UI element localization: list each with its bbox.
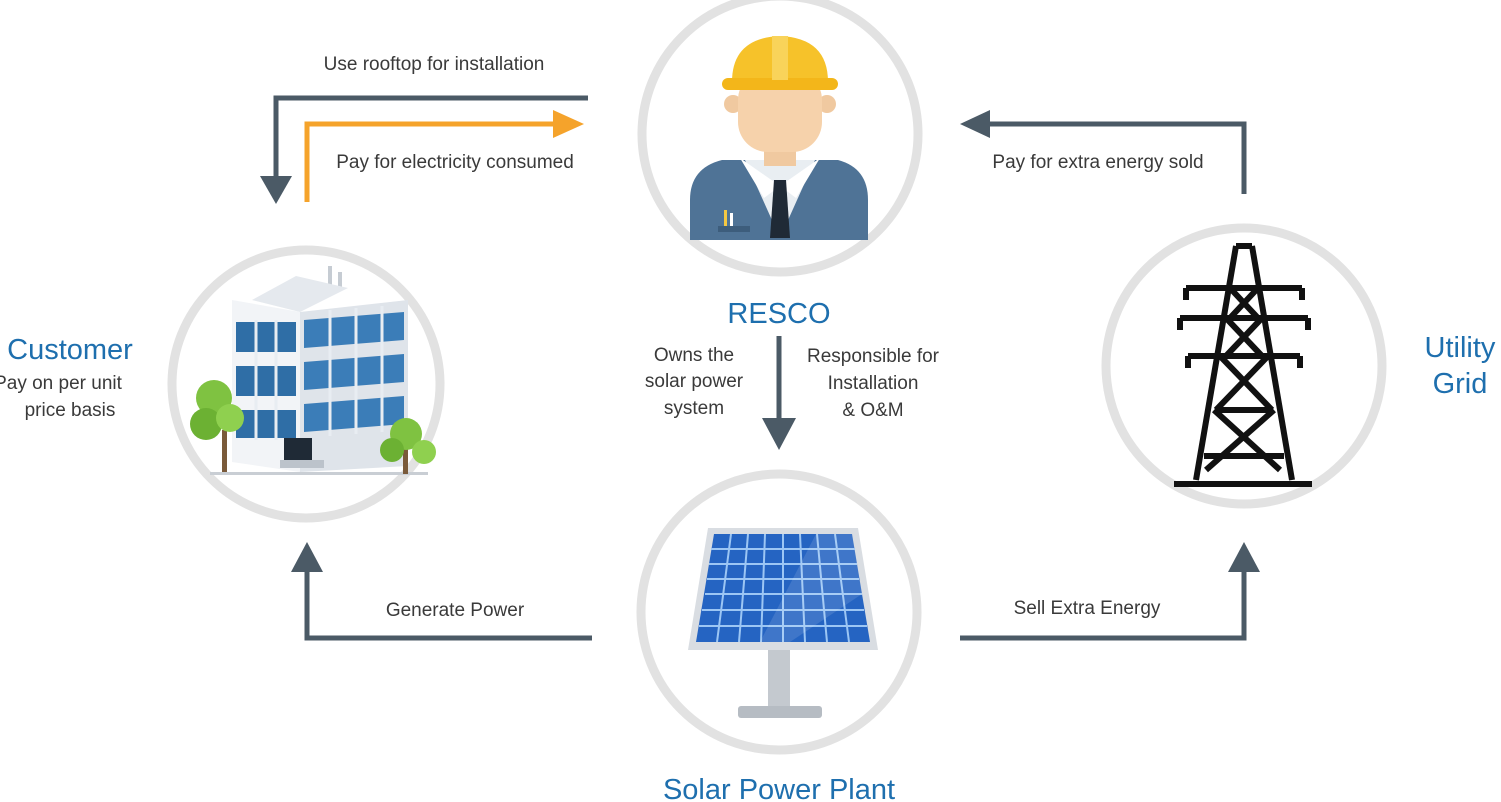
node-title-resco: RESCO [727, 298, 830, 330]
edge-label-owns-line2: solar power [645, 371, 744, 392]
edge-label-responsible-line3: & O&M [842, 400, 903, 421]
node-title-solar-power-plant: Solar Power Plant [663, 774, 895, 802]
node-ring [1101, 223, 1387, 509]
edge-owns-and-maintains [762, 336, 796, 450]
edge-label-responsible-line2: Installation [828, 373, 919, 394]
edge-label-pay-electricity: Pay for electricity consumed [336, 152, 574, 173]
edge-pay-electricity [304, 110, 584, 202]
worker-icon [690, 36, 868, 240]
edge-label-use-rooftop: Use rooftop for installation [324, 54, 545, 75]
node-title-customer: Customer [7, 334, 133, 366]
node-subtitle-customer-line2: price basis [25, 400, 116, 421]
edge-label-owns-line3: system [664, 398, 724, 419]
node-solar-power-plant: Solar Power Plant [636, 469, 922, 802]
node-resco: RESCO [637, 0, 923, 330]
node-utility-grid: Utility Grid [1101, 223, 1496, 509]
office-building-icon [190, 266, 436, 475]
node-subtitle-customer-line1: Pay on per unit [0, 373, 123, 394]
node-title-utility-line2: Grid [1433, 368, 1488, 400]
arrowhead-up-icon [291, 542, 323, 572]
transmission-tower-icon [1174, 243, 1312, 487]
arrowhead-down-icon [260, 176, 292, 204]
edge-label-responsible-line1: Responsible for [807, 346, 940, 367]
edge-sell-extra-energy [960, 542, 1260, 641]
edge-pay-extra-energy [960, 110, 1247, 194]
node-title-utility-line1: Utility [1425, 332, 1496, 364]
arrowhead-up-icon [1228, 542, 1260, 572]
node-customer: Customer Pay on per unit price basis [0, 245, 445, 523]
edge-label-generate-power: Generate Power [386, 600, 525, 621]
edge-label-sell-extra-energy: Sell Extra Energy [1014, 598, 1161, 619]
solar-panel-icon [688, 528, 878, 718]
arrowhead-down-icon [762, 418, 796, 450]
edge-label-pay-extra-energy: Pay for extra energy sold [992, 152, 1203, 173]
arrowhead-left-icon [960, 110, 990, 138]
edge-label-owns-line1: Owns the [654, 345, 734, 366]
arrowhead-right-icon [553, 110, 584, 138]
edge-generate-power [291, 542, 592, 641]
edge-use-rooftop [260, 95, 588, 204]
